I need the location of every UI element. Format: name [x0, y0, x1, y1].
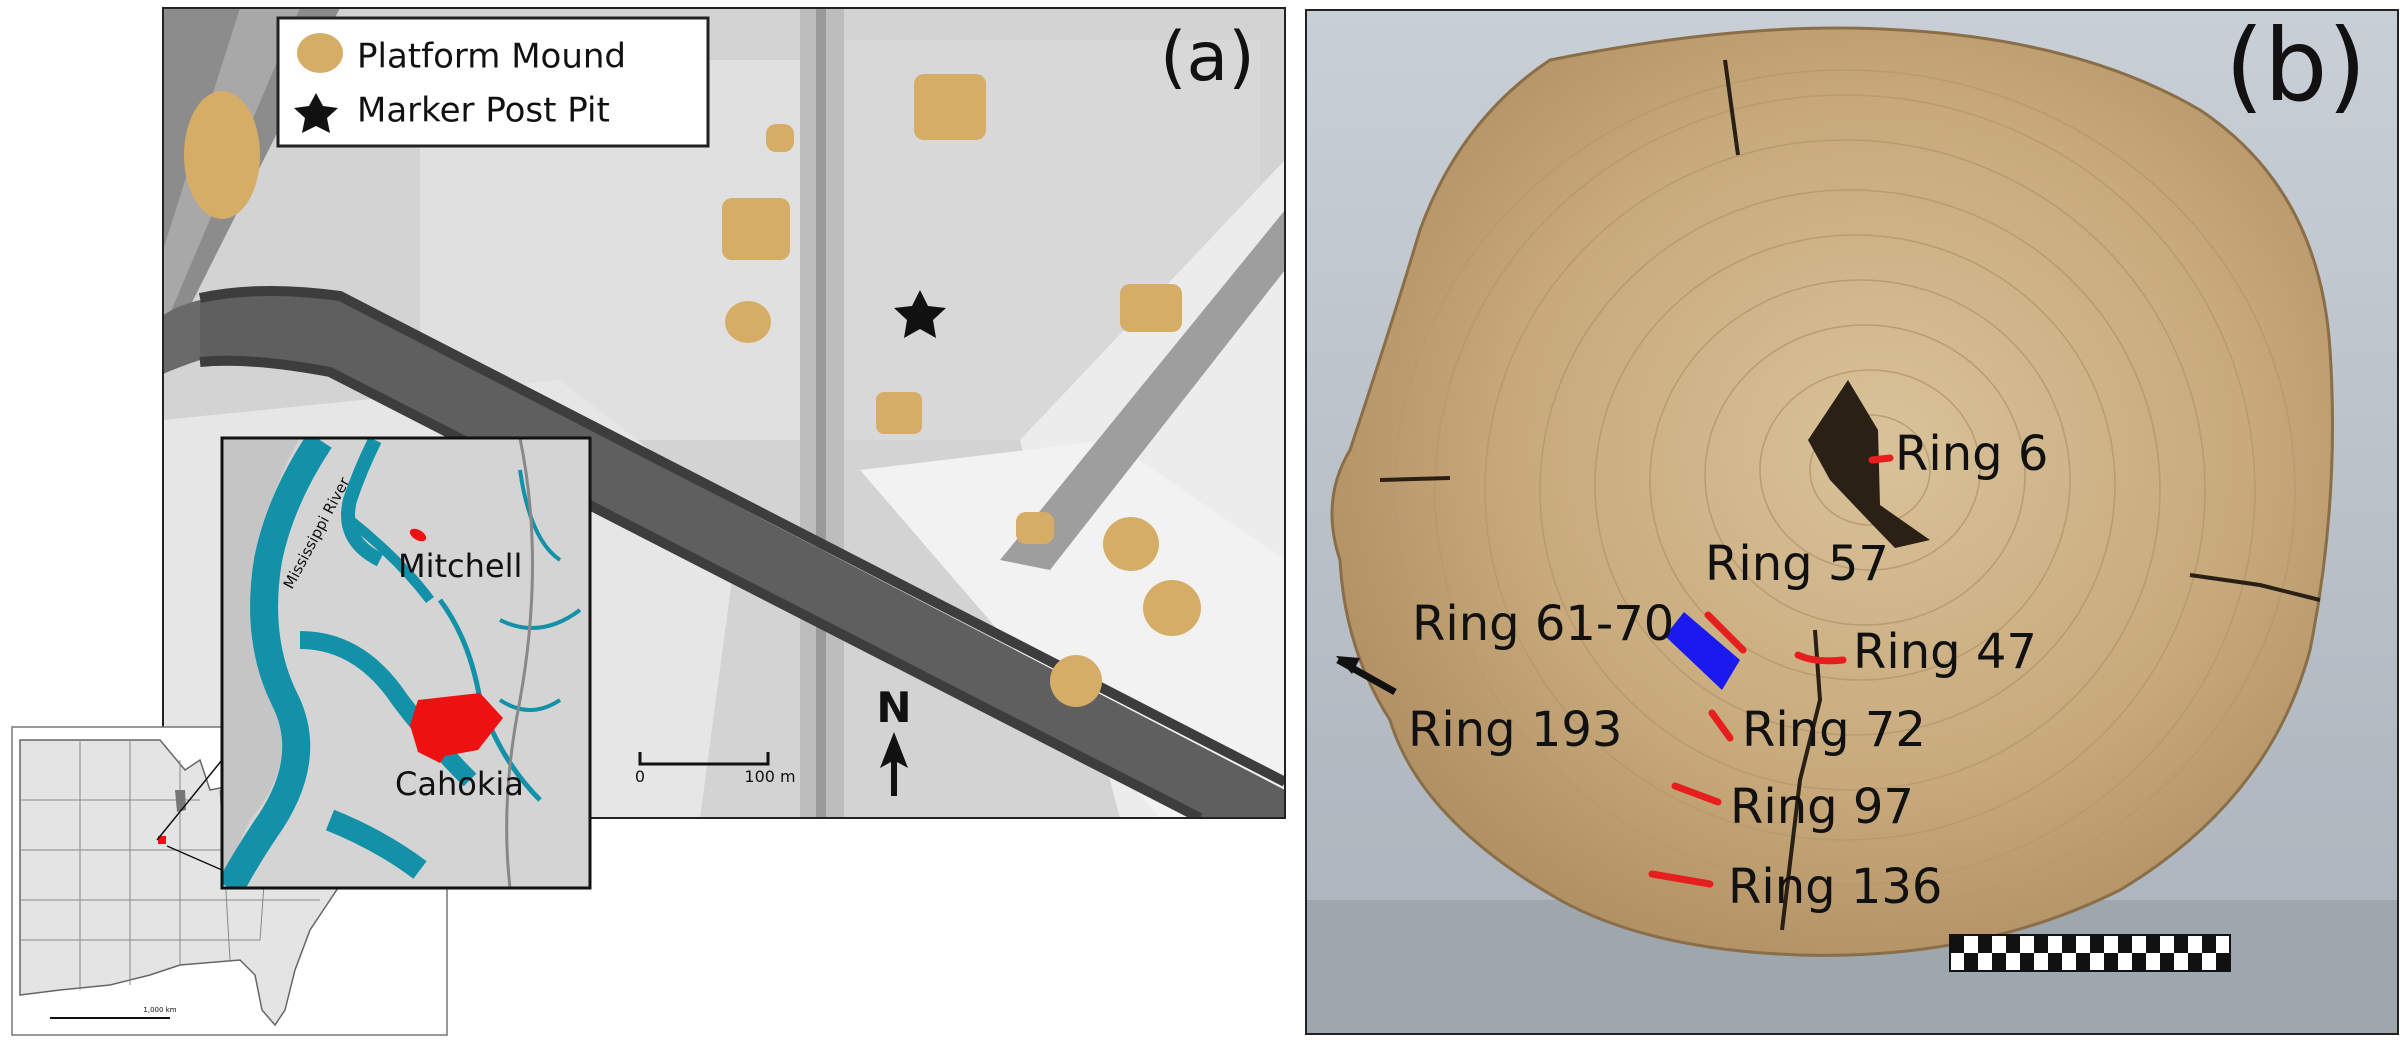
ring-marks [1648, 454, 1894, 888]
ring-mark [1648, 870, 1714, 888]
ring-label-193: Ring 193 [1408, 702, 1622, 758]
site-label-mitchell: Mitchell [398, 547, 522, 585]
checker-square [2118, 935, 2132, 953]
panel-b-frame [1305, 9, 2399, 1035]
marker-post-pit-star [894, 290, 946, 338]
checker-square [2048, 953, 2062, 971]
scale-bar-end: 100 m [744, 767, 795, 786]
study-area-marker [158, 836, 166, 844]
pith [1808, 380, 1930, 548]
ring-mark [1708, 709, 1734, 742]
legend-label-marker-post-pit: Marker Post Pit [357, 91, 610, 131]
cracks [1379, 59, 2321, 931]
ring-mark [1794, 651, 1847, 665]
usa-scale-label: 1,000 km [143, 1006, 176, 1014]
platform-mound [876, 392, 922, 434]
ring-193-arrow [1336, 656, 1397, 696]
checker-square [2188, 953, 2202, 971]
legend-mound-symbol [297, 33, 343, 73]
platform-mound [1143, 580, 1201, 636]
checker-scale-bar [1949, 934, 2231, 972]
platform-mound [914, 74, 986, 140]
checker-square [2160, 953, 2174, 971]
checker-square [2076, 953, 2090, 971]
platform-mounds [184, 74, 1201, 707]
cahokia-site [410, 693, 503, 763]
legend: Platform Mound Marker Post Pit [276, 16, 710, 148]
panel-a-frame [162, 7, 1286, 819]
aerial-photo [163, 8, 1285, 818]
ring-label-97: Ring 97 [1730, 779, 1914, 835]
panel-a: Platform Mound Marker Post Pit (a) 0 100… [162, 7, 1286, 819]
checker-square [1950, 935, 1964, 953]
platform-mound [722, 198, 790, 260]
inset-river-map: Mississippi River Mitchell Cahokia [220, 436, 592, 890]
legend-star-symbol [294, 93, 338, 133]
checker-square [2090, 935, 2104, 953]
checker-square [2020, 953, 2034, 971]
ring-label-61-70: Ring 61-70 [1412, 596, 1674, 652]
scale-bar: 0 100 m [635, 752, 796, 786]
ring-mark [1671, 782, 1722, 806]
great-lake [175, 790, 186, 812]
legend-label-platform-mound: Platform Mound [357, 37, 626, 77]
platform-mound [725, 301, 771, 343]
checker-square [1964, 953, 1978, 971]
checker-square [2146, 935, 2160, 953]
inset-frame [220, 436, 592, 890]
platform-mound [1103, 517, 1159, 571]
ring-mark [1704, 611, 1747, 654]
checker-square [1978, 935, 1992, 953]
platform-mound [1016, 512, 1054, 544]
checker-square [2174, 935, 2188, 953]
panel-b-label: (b) [2225, 7, 2367, 124]
platform-mound [1120, 284, 1182, 332]
growth-rings [1394, 69, 2296, 911]
checker-square [2104, 953, 2118, 971]
platform-mound [1050, 655, 1102, 707]
scale-bar-start: 0 [635, 767, 645, 786]
north-label: N [876, 683, 911, 732]
platform-mound [184, 91, 260, 219]
panel-a-label: (a) [1160, 18, 1255, 97]
ring-label-6: Ring 6 [1895, 426, 2048, 482]
checker-square [2034, 935, 2048, 953]
ring-label-72: Ring 72 [1742, 702, 1926, 758]
checker-square [2216, 953, 2230, 971]
platform-mound [766, 124, 794, 152]
mitchell-site [409, 528, 427, 542]
ring-label-57: Ring 57 [1705, 536, 1889, 592]
panel-b: Ring 6 Ring 57 Ring 61-70 Ring 47 Ring 1… [1305, 7, 2399, 1035]
sampled-block [1665, 612, 1740, 690]
checker-square [2132, 953, 2146, 971]
checker-square [2202, 935, 2216, 953]
legend-box [276, 16, 710, 148]
site-label-cahokia: Cahokia [395, 765, 524, 803]
ring-label-136: Ring 136 [1728, 859, 1942, 915]
ring-mark [1868, 454, 1894, 464]
ring-label-47: Ring 47 [1853, 624, 2037, 680]
checker-square [2062, 935, 2076, 953]
north-arrow: N [876, 683, 912, 796]
checker-square [2006, 935, 2020, 953]
north-arrow-icon [880, 732, 908, 796]
checker-square [1992, 953, 2006, 971]
